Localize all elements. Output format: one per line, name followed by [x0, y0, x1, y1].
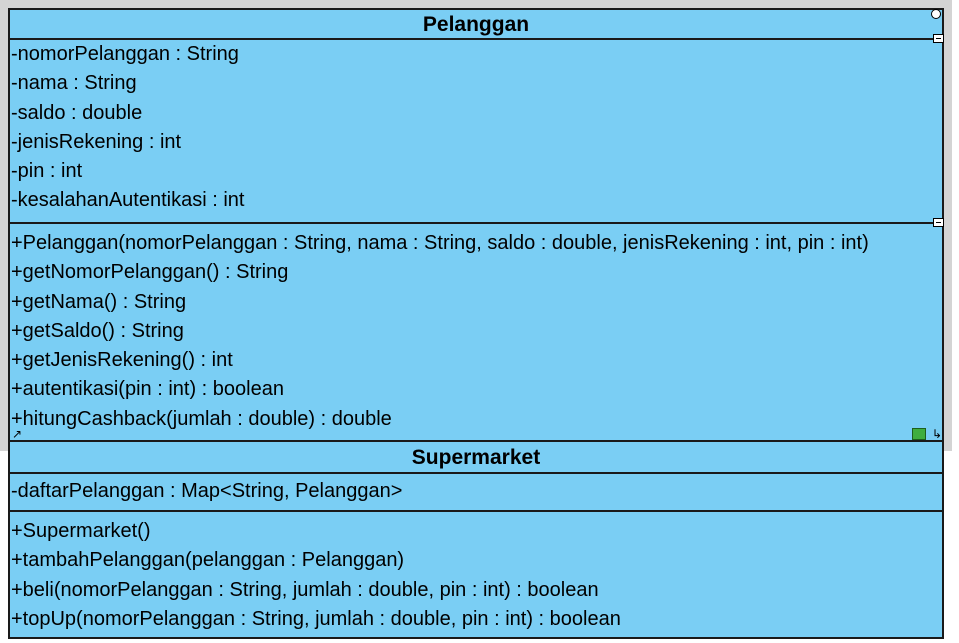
- attribute: -pin : int: [11, 160, 83, 183]
- operation: +getNomorPelanggan() : String: [11, 261, 289, 284]
- operation: +getJenisRekening() : int: [11, 349, 233, 372]
- class-pelanggan[interactable]: Pelanggan -nomorPelanggan : String -nama…: [8, 8, 944, 442]
- attribute: -nomorPelanggan : String: [11, 43, 239, 65]
- operation: +autentikasi(pin : int) : boolean: [11, 378, 284, 401]
- class-supermarket[interactable]: Supermarket -daftarPelanggan : Map<Strin…: [8, 440, 944, 639]
- operation: +getNama() : String: [11, 290, 187, 313]
- attribute: -kesalahanAutentikasi : int: [11, 189, 245, 212]
- attribute: -saldo : double: [11, 101, 143, 124]
- attribute: -jenisRekening : int: [11, 130, 182, 153]
- operation: +beli(nomorPelanggan : String, jumlah : …: [11, 578, 599, 601]
- operation: +Pelanggan(nomorPelanggan : String, nama…: [11, 232, 869, 254]
- attribute: -daftarPelanggan : Map<String, Pelanggan…: [11, 480, 403, 502]
- operation: +Supermarket(): [11, 520, 151, 542]
- navigate-icon[interactable]: ↳: [931, 427, 942, 441]
- collapse-icon[interactable]: [933, 218, 944, 227]
- operation: +hitungCashback(jumlah : double) : doubl…: [11, 407, 392, 430]
- operation-compartment: +Supermarket() +tambahPelanggan(pelangga…: [10, 510, 942, 637]
- operation: +getSaldo() : String: [11, 319, 184, 342]
- resize-handle-icon[interactable]: [931, 9, 941, 19]
- collapse-icon[interactable]: [933, 34, 944, 43]
- operation-compartment: +Pelanggan(nomorPelanggan : String, nama…: [10, 218, 944, 440]
- class-name: Pelanggan: [422, 13, 530, 36]
- attribute: -nama : String: [11, 72, 137, 95]
- operation: +tambahPelanggan(pelanggan : Pelanggan): [11, 549, 405, 572]
- operation: +topUp(nomorPelanggan : String, jumlah :…: [11, 607, 621, 630]
- corner-link-icon[interactable]: ↗: [12, 427, 23, 441]
- attribute-compartment: -daftarPelanggan : Map<String, Pelanggan…: [10, 472, 942, 510]
- attribute-compartment: -nomorPelanggan : String -nama : String …: [10, 34, 944, 222]
- model-icon[interactable]: [912, 428, 926, 440]
- class-name: Supermarket: [411, 446, 541, 469]
